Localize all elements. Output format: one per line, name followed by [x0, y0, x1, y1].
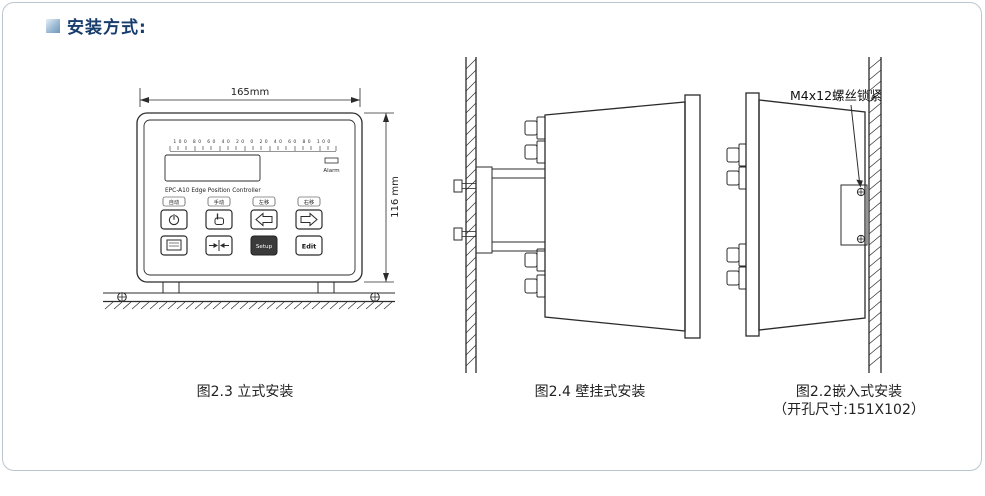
bolt-top: [453, 179, 477, 193]
annotation-arrowhead: [856, 179, 863, 188]
controller-front-view: 100 80 60 40 20 0 20 40 60 80 100 Alarm …: [136, 112, 363, 283]
setup-button: Setup: [250, 235, 278, 256]
height-dimension-label: 116 mm: [390, 176, 401, 218]
button-row-top: [160, 209, 323, 230]
arrow-right-icon: [300, 212, 318, 227]
bolt-bottom: [453, 227, 477, 241]
connector: [524, 140, 546, 164]
caption-fig3-sub: （开孔尺寸:151X102）: [773, 402, 925, 418]
key-label-left: 左移: [259, 198, 269, 206]
figure-vertical-mount: 165mm 116 mm 100 80 60 40 20 0 20 40 60 …: [75, 55, 415, 327]
front-bezel: [684, 94, 701, 339]
key-label-auto: 自动: [169, 198, 179, 206]
mounting-bracket-left: [162, 281, 180, 294]
center-arrows-icon: [209, 240, 229, 251]
connector: [726, 143, 747, 167]
wall-hatching: [465, 58, 477, 367]
connector: [726, 266, 747, 290]
back-cover: [745, 92, 760, 337]
width-dimension-label: 165mm: [231, 87, 270, 98]
edit-button-label: Edit: [302, 243, 316, 251]
section-bullet-icon: [46, 18, 60, 33]
power-icon: [168, 214, 180, 226]
page-border: [2, 2, 982, 471]
connector: [524, 116, 546, 140]
connector: [726, 166, 747, 190]
connector: [524, 274, 546, 298]
surface-hatching: [104, 301, 393, 310]
caption-fig2: 图2.4 壁挂式安装: [534, 384, 646, 400]
key-label-manual: 手动: [214, 198, 224, 206]
manual-button: [205, 209, 233, 230]
controller-side-view-embedded: [726, 92, 866, 337]
section-header: 安装方式:: [46, 13, 147, 38]
connector: [524, 248, 546, 272]
width-dimension: 165mm: [139, 87, 361, 107]
annotation-arrow: [850, 104, 860, 183]
controller-side-view: [524, 94, 701, 339]
button-row-bottom: Setup Edit: [160, 235, 323, 256]
display-icon: [166, 239, 182, 251]
hand-icon: [214, 213, 224, 225]
mounting-base: [103, 281, 395, 310]
key-label-right: 右移: [304, 198, 314, 206]
section-title: 安装方式:: [67, 18, 147, 38]
jog-left-button: [250, 209, 278, 230]
figure-wall-mount: [440, 55, 720, 375]
connector: [726, 243, 747, 267]
caption-fig1: 图2.3 立式安装: [196, 384, 294, 400]
annotation: M4x12螺丝锁紧: [790, 88, 882, 188]
height-dimension: 116 mm: [364, 112, 401, 283]
mounting-bracket-right: [317, 281, 335, 294]
panel-hatching: [868, 58, 882, 367]
caption-fig3: 图2.2嵌入式安装 （开孔尺寸:151X102）: [723, 383, 975, 419]
setup-button-label: Setup: [256, 244, 273, 250]
scale-strip: 100 80 60 40 20 0 20 40 60 80 100: [169, 139, 337, 152]
arrow-left-icon: [255, 212, 273, 227]
panel-wall: [868, 57, 882, 373]
screw-right: [370, 292, 380, 302]
alarm-label: Alarm: [323, 168, 339, 174]
figure-embedded-mount: M4x12螺丝锁紧: [723, 55, 975, 375]
annotation-label: M4x12螺丝锁紧: [790, 88, 882, 103]
lcd-display: [164, 154, 261, 182]
screw-left: [117, 292, 127, 302]
auto-button: [160, 209, 188, 230]
display-button: [160, 235, 188, 256]
wall: [465, 57, 477, 373]
brand-label: EPC-A10 Edge Position Controller: [165, 188, 261, 194]
key-labels: 自动 手动 左移 右移: [162, 196, 321, 207]
alarm-led: [324, 157, 339, 164]
center-button: [205, 235, 233, 256]
scale-labels: 100 80 60 40 20 0 20 40 60 80 100: [173, 139, 332, 145]
screw-top: [856, 187, 866, 197]
jog-right-button: [295, 209, 323, 230]
caption-fig3-title: 图2.2嵌入式安装: [795, 384, 903, 400]
edit-button: Edit: [295, 235, 323, 256]
screw-bottom: [856, 234, 866, 244]
clamp-bracket: [840, 184, 868, 246]
